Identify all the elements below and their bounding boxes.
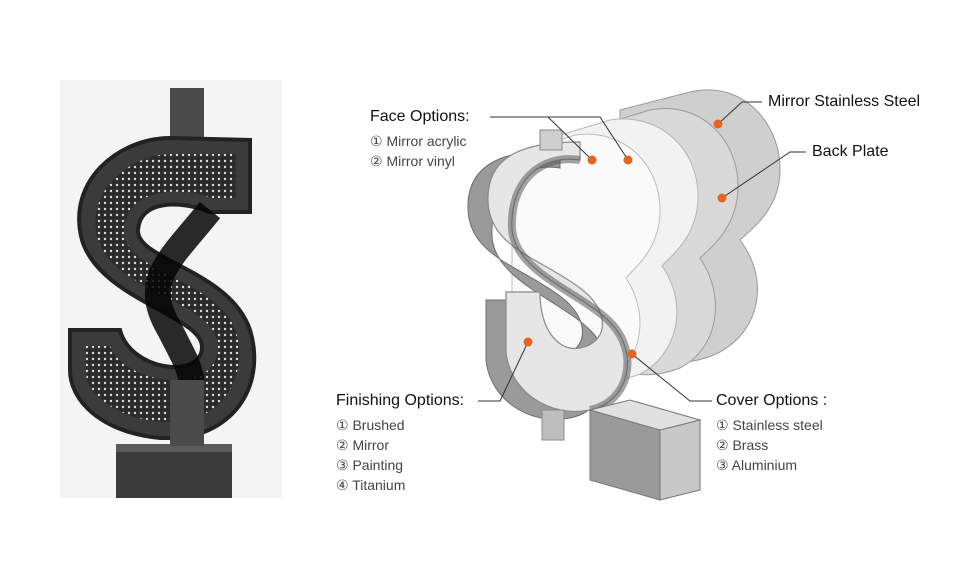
cover-options-list: ① Stainless steel ② Brass ③ Aluminium bbox=[716, 415, 823, 475]
finishing-option-item: ② Mirror bbox=[336, 437, 389, 453]
finishing-options-list: ① Brushed ② Mirror ③ Painting ④ Titanium bbox=[336, 415, 405, 495]
dollar-infinity-sign-illustration bbox=[68, 88, 257, 498]
face-options-title: Face Options: bbox=[370, 108, 470, 125]
cover-dot bbox=[627, 349, 637, 359]
cover-option-item: ② Brass bbox=[716, 437, 769, 453]
back-plate-dot bbox=[717, 193, 727, 203]
face-options-list: ① Mirror acrylic ② Mirror vinyl bbox=[370, 131, 467, 171]
face-dot-1 bbox=[587, 155, 597, 165]
cover-leader bbox=[631, 353, 712, 402]
callout-dots bbox=[523, 119, 727, 359]
base-block bbox=[588, 399, 702, 501]
finishing-option-item: ④ Titanium bbox=[336, 477, 406, 493]
mirror-stainless-dot bbox=[713, 119, 723, 129]
product-photo bbox=[60, 80, 282, 498]
face-option-item: ② Mirror vinyl bbox=[370, 153, 455, 169]
face-layer bbox=[511, 118, 699, 390]
finishing-option-item: ③ Painting bbox=[336, 457, 404, 473]
finishing-dot bbox=[523, 337, 533, 347]
cover-option-item: ③ Aluminium bbox=[716, 457, 798, 473]
cover-options-title: Cover Options : bbox=[716, 392, 828, 409]
finishing-leader bbox=[478, 341, 529, 402]
back-plate-label: Back Plate bbox=[812, 143, 889, 160]
back-plate-leader bbox=[721, 151, 806, 199]
face-option-item: ① Mirror acrylic bbox=[370, 133, 467, 149]
front-cover-letter bbox=[467, 129, 632, 441]
cover-option-item: ① Stainless steel bbox=[716, 417, 823, 433]
face-dot-2 bbox=[623, 155, 633, 165]
finishing-option-item: ① Brushed bbox=[336, 417, 405, 433]
leader-lines bbox=[478, 101, 806, 402]
mirror-stainless-leader bbox=[717, 101, 762, 125]
face-leader-2 bbox=[548, 116, 629, 161]
finishing-options-title: Finishing Options: bbox=[336, 392, 465, 409]
mirror-stainless-steel-label: Mirror Stainless Steel bbox=[768, 93, 921, 110]
